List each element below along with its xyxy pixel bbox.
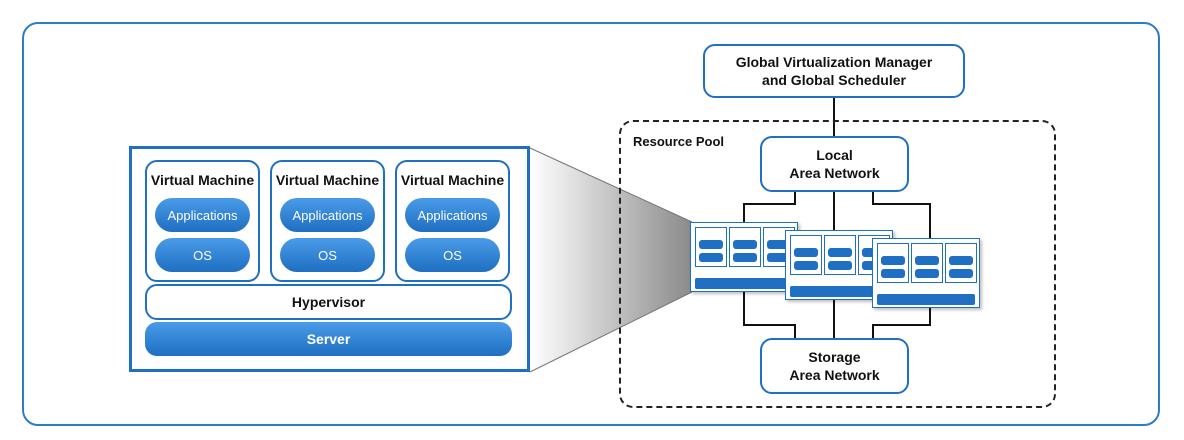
virtual-machine-2: Virtual Machine Applications OS (270, 160, 385, 282)
vm-title: Virtual Machine (400, 172, 505, 188)
san-box: Storage Area Network (760, 338, 909, 394)
virtual-machine-1: Virtual Machine Applications OS (145, 160, 260, 282)
os-pill: OS (405, 238, 500, 272)
resource-pool-area (619, 120, 1056, 408)
san-line1: Storage (808, 349, 861, 365)
san-line2: Area Network (789, 367, 880, 383)
applications-pill: Applications (280, 198, 375, 232)
global-manager-line2: and Global Scheduler (762, 72, 906, 88)
global-manager-box: Global Virtualization Manager and Global… (703, 44, 965, 98)
applications-pill: Applications (155, 198, 250, 232)
lan-line2: Area Network (789, 165, 880, 181)
vm-title: Virtual Machine (275, 172, 380, 188)
server-rack-icon-1 (690, 222, 798, 292)
hypervisor-layer: Hypervisor (145, 284, 512, 320)
resource-pool-label: Resource Pool (633, 134, 725, 149)
lan-line1: Local (816, 147, 853, 163)
virtual-machine-3: Virtual Machine Applications OS (395, 160, 510, 282)
server-rack-icon-3 (872, 238, 980, 308)
global-manager-line1: Global Virtualization Manager (735, 54, 933, 70)
network-links (743, 98, 931, 338)
os-pill: OS (155, 238, 250, 272)
applications-pill: Applications (405, 198, 500, 232)
os-pill: OS (280, 238, 375, 272)
vm-title: Virtual Machine (150, 172, 255, 188)
outer-frame (22, 22, 1160, 426)
lan-box: Local Area Network (760, 136, 909, 192)
server-layer: Server (145, 322, 512, 356)
